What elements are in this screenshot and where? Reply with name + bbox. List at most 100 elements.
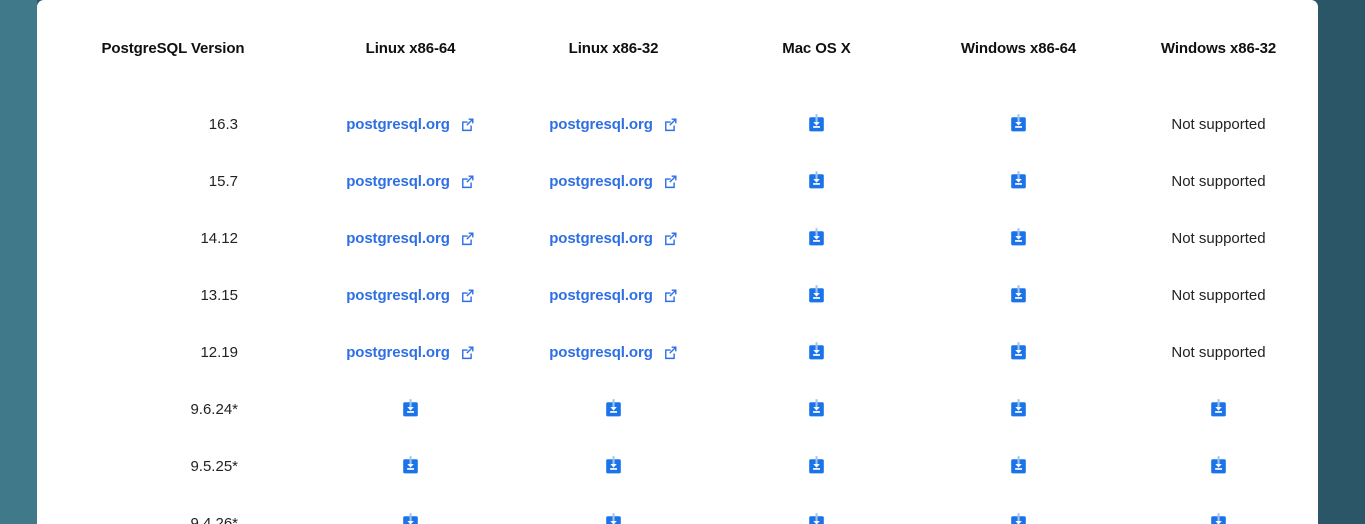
version-cell: 13.15 xyxy=(200,287,238,304)
external-download-link-group: postgresql.org xyxy=(346,173,475,190)
table-row: 9.6.24* xyxy=(37,381,1318,438)
table-header-row: PostgreSQL Version Linux x86-64 Linux x8… xyxy=(37,0,1318,96)
download-icon[interactable] xyxy=(1210,398,1227,417)
download-icon[interactable] xyxy=(1010,512,1027,524)
download-icon[interactable] xyxy=(605,398,622,417)
download-cell-macosx xyxy=(715,324,918,381)
link-cell-linux-x64: postgresql.org xyxy=(309,153,512,210)
postgresql-org-link[interactable]: postgresql.org xyxy=(549,344,653,361)
link-cell-linux-x64: postgresql.org xyxy=(309,210,512,267)
download-cell-win-x64 xyxy=(918,96,1119,153)
download-icon[interactable] xyxy=(605,512,622,524)
postgresql-org-link[interactable]: postgresql.org xyxy=(346,344,450,361)
postgresql-org-link[interactable]: postgresql.org xyxy=(346,116,450,133)
postgresql-org-link[interactable]: postgresql.org xyxy=(549,287,653,304)
not-supported-cell-win-x32: Not supported xyxy=(1171,344,1266,361)
version-cell: 9.5.25* xyxy=(190,458,238,475)
column-header-windows-x86-32: Windows x86-32 xyxy=(1160,39,1277,57)
download-icon[interactable] xyxy=(1010,284,1027,303)
download-icon[interactable] xyxy=(1010,113,1027,132)
external-link-icon[interactable] xyxy=(460,231,475,246)
external-download-link-group: postgresql.org xyxy=(346,230,475,247)
link-cell-linux-x64: postgresql.org xyxy=(309,324,512,381)
column-header-windows-x86-64: Windows x86-64 xyxy=(960,39,1077,57)
download-icon[interactable] xyxy=(1210,455,1227,474)
column-header-linux-x86-64: Linux x86-64 xyxy=(365,39,456,57)
version-cell: 12.19 xyxy=(200,344,238,361)
postgresql-org-link[interactable]: postgresql.org xyxy=(346,230,450,247)
download-icon[interactable] xyxy=(808,512,825,524)
download-cell-macosx xyxy=(715,381,918,438)
download-icon[interactable] xyxy=(808,284,825,303)
table-header: PostgreSQL Version Linux x86-64 Linux x8… xyxy=(37,0,1318,96)
download-cell-linux-x64 xyxy=(309,495,512,524)
table-row: 12.19 postgresql.org postgresql.org Not sup… xyxy=(37,324,1318,381)
external-link-icon[interactable] xyxy=(663,288,678,303)
external-download-link-group: postgresql.org xyxy=(346,287,475,304)
download-icon[interactable] xyxy=(808,341,825,360)
download-cell-win-x64 xyxy=(918,153,1119,210)
download-icon[interactable] xyxy=(1010,455,1027,474)
download-icon[interactable] xyxy=(605,455,622,474)
downloads-table-scroll-area[interactable]: PostgreSQL Version Linux x86-64 Linux x8… xyxy=(37,0,1318,524)
download-icon[interactable] xyxy=(1010,170,1027,189)
content-panel: PostgreSQL Version Linux x86-64 Linux x8… xyxy=(37,0,1318,524)
table-row: 14.12 postgresql.org postgresql.org Not sup… xyxy=(37,210,1318,267)
external-link-icon[interactable] xyxy=(663,174,678,189)
version-cell: 9.4.26* xyxy=(190,515,238,524)
link-cell-linux-x32: postgresql.org xyxy=(512,153,715,210)
download-icon[interactable] xyxy=(1010,227,1027,246)
download-icon[interactable] xyxy=(402,512,419,524)
download-icon[interactable] xyxy=(1010,398,1027,417)
download-cell-win-x64 xyxy=(918,210,1119,267)
external-download-link-group: postgresql.org xyxy=(549,116,678,133)
download-cell-linux-x32 xyxy=(512,438,715,495)
download-cell-macosx xyxy=(715,153,918,210)
external-link-icon[interactable] xyxy=(663,345,678,360)
external-download-link-group: postgresql.org xyxy=(346,344,475,361)
external-link-icon[interactable] xyxy=(663,231,678,246)
download-icon[interactable] xyxy=(808,227,825,246)
download-cell-win-x64 xyxy=(918,495,1119,524)
table-row: 9.4.26* xyxy=(37,495,1318,524)
download-icon[interactable] xyxy=(808,170,825,189)
download-cell-linux-x64 xyxy=(309,381,512,438)
download-icon[interactable] xyxy=(1210,512,1227,524)
version-cell: 9.6.24* xyxy=(190,401,238,418)
link-cell-linux-x32: postgresql.org xyxy=(512,96,715,153)
download-icon[interactable] xyxy=(1010,341,1027,360)
postgresql-org-link[interactable]: postgresql.org xyxy=(346,287,450,304)
external-link-icon[interactable] xyxy=(460,117,475,132)
postgresql-org-link[interactable]: postgresql.org xyxy=(549,173,653,190)
external-link-icon[interactable] xyxy=(663,117,678,132)
external-link-icon[interactable] xyxy=(460,288,475,303)
postgresql-downloads-table: PostgreSQL Version Linux x86-64 Linux x8… xyxy=(37,0,1318,524)
download-icon[interactable] xyxy=(808,455,825,474)
download-icon[interactable] xyxy=(402,455,419,474)
download-icon[interactable] xyxy=(808,398,825,417)
download-cell-macosx xyxy=(715,96,918,153)
external-download-link-group: postgresql.org xyxy=(549,230,678,247)
link-cell-linux-x32: postgresql.org xyxy=(512,267,715,324)
column-header-version: PostgreSQL Version xyxy=(101,39,245,57)
version-cell: 14.12 xyxy=(200,230,238,247)
postgresql-org-link[interactable]: postgresql.org xyxy=(549,230,653,247)
link-cell-linux-x64: postgresql.org xyxy=(309,96,512,153)
download-icon[interactable] xyxy=(808,113,825,132)
not-supported-cell-win-x32: Not supported xyxy=(1171,230,1266,247)
download-cell-macosx xyxy=(715,495,918,524)
external-link-icon[interactable] xyxy=(460,345,475,360)
external-link-icon[interactable] xyxy=(460,174,475,189)
column-header-linux-x86-32: Linux x86-32 xyxy=(568,39,659,57)
download-icon[interactable] xyxy=(402,398,419,417)
download-cell-win-x32 xyxy=(1119,438,1318,495)
not-supported-cell-win-x32: Not supported xyxy=(1171,116,1266,133)
postgresql-org-link[interactable]: postgresql.org xyxy=(549,116,653,133)
postgresql-org-link[interactable]: postgresql.org xyxy=(346,173,450,190)
download-cell-linux-x32 xyxy=(512,381,715,438)
